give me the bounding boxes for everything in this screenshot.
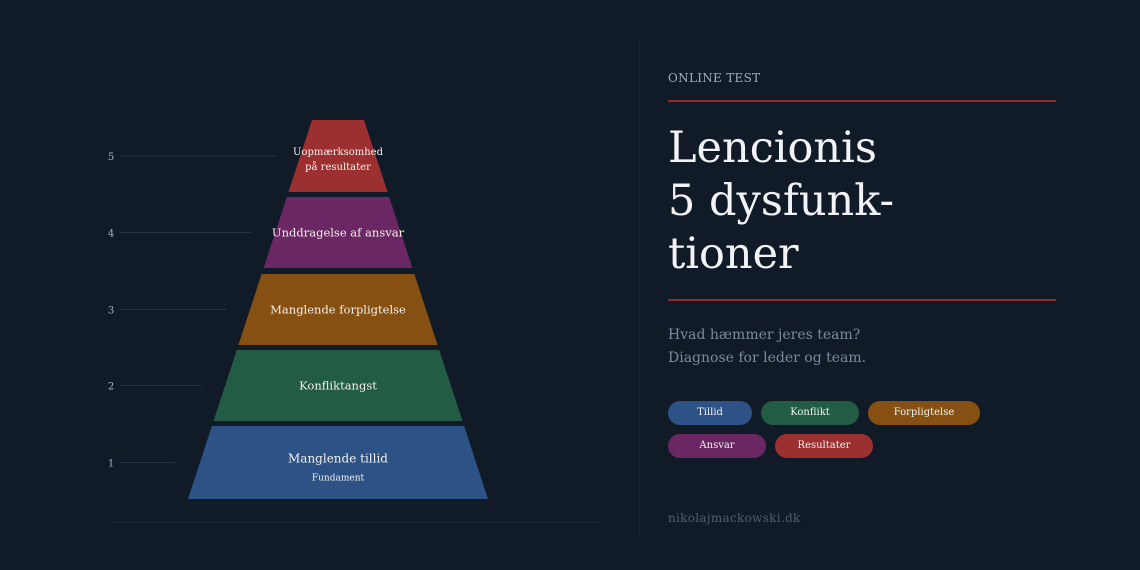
site-link[interactable]: nikolajmackowski.dk [668, 511, 801, 525]
level-label-4: Unddragelse af ansvar [272, 226, 405, 240]
panel-divider [639, 40, 640, 540]
tag-pills: Tillid Konflikt Forpligtelse Ansvar Resu… [668, 401, 1058, 467]
tag-resultater[interactable]: Resultater [775, 434, 873, 458]
pyramid-level-2 [213, 350, 463, 421]
level-sublabel-1: Fundament [312, 474, 365, 484]
pyramid-level-1 [188, 426, 488, 499]
tag-row-2: Ansvar Resultater [668, 434, 1058, 458]
level-number-2: 2 [108, 382, 114, 393]
eyebrow-label: ONLINE TEST [668, 71, 761, 85]
level-sublabel-5: på resultater [305, 161, 371, 173]
level-label-5: Uopmærksomhed [293, 147, 384, 158]
tag-row-1: Tillid Konflikt Forpligtelse [668, 401, 1058, 425]
subtitle-line-2: Diagnose for leder og team. [668, 350, 867, 366]
pyramid-level-4 [263, 197, 413, 268]
tag-konflikt[interactable]: Konflikt [761, 401, 859, 425]
tag-ansvar[interactable]: Ansvar [668, 434, 766, 458]
level-number-3: 3 [108, 306, 114, 317]
bottom-rule [668, 299, 1056, 301]
level-number-1: 1 [108, 459, 114, 470]
pyramid-level-5 [288, 120, 388, 192]
info-panel: ONLINE TEST Lencionis 5 dysfunk- tioner … [668, 0, 1058, 570]
level-label-1: Manglende tillid [288, 452, 388, 466]
level-number-5: 5 [108, 152, 114, 163]
pyramid-level-3 [238, 274, 438, 345]
level-number-4: 4 [108, 229, 114, 240]
page-title: Lencionis 5 dysfunk- tioner [668, 123, 895, 279]
level-label-2: Konfliktangst [299, 379, 377, 393]
tag-tillid[interactable]: Tillid [668, 401, 752, 425]
subtitle: Hvad hæmmer jeres team? Diagnose for led… [668, 324, 866, 370]
subtitle-line-1: Hvad hæmmer jeres team? [668, 327, 861, 343]
level-label-3: Manglende forpligtelse [270, 303, 406, 317]
top-rule [668, 100, 1056, 102]
tag-forpligtelse[interactable]: Forpligtelse [868, 401, 980, 425]
